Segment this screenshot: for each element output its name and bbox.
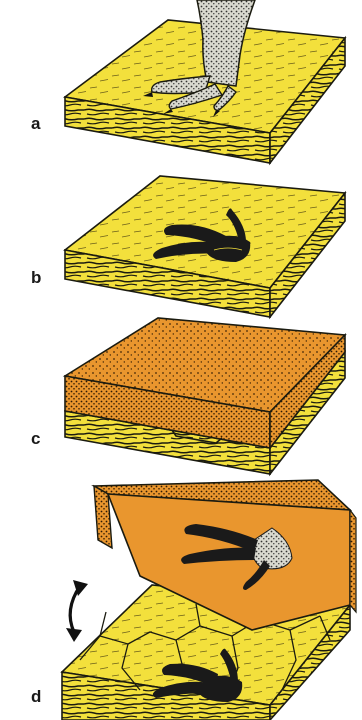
panel-c-block [65, 318, 345, 474]
panel-label-d: d [31, 688, 41, 705]
rotate-arrow-icon [66, 580, 88, 642]
panel-label-c: c [31, 430, 40, 447]
panel-label-a: a [31, 115, 40, 132]
panel-label-b: b [31, 269, 41, 286]
